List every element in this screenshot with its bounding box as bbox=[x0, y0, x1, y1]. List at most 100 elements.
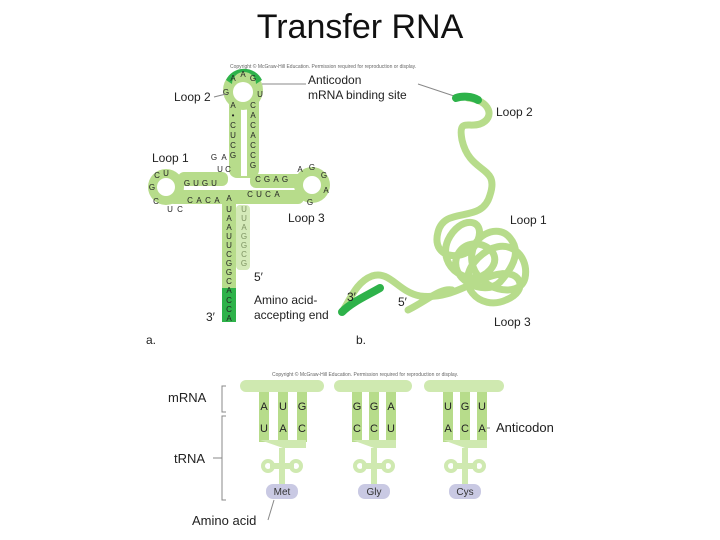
amino-acid-name: Cys bbox=[456, 487, 473, 498]
svg-text:C: C bbox=[250, 101, 256, 110]
trna-unit-cys: U G U A C A Cys bbox=[443, 392, 487, 499]
svg-text:U: U bbox=[226, 232, 232, 241]
a-mrna-site-label: mRNA binding site bbox=[308, 88, 407, 102]
svg-text:C: C bbox=[154, 171, 160, 180]
svg-text:A: A bbox=[226, 194, 232, 203]
svg-text:U: U bbox=[230, 131, 236, 140]
svg-text:C: C bbox=[205, 196, 211, 205]
b-loop1-label: Loop 1 bbox=[510, 213, 547, 227]
copyright-bottom: Copyright © McGraw-Hill Education. Permi… bbox=[272, 371, 458, 378]
svg-text:C: C bbox=[250, 151, 256, 160]
svg-text:U: U bbox=[256, 190, 262, 199]
anticodon-base: C bbox=[298, 423, 306, 435]
svg-text:C: C bbox=[255, 175, 261, 184]
b-three-prime: 3′ bbox=[347, 290, 357, 304]
svg-text:A: A bbox=[196, 196, 202, 205]
svg-text:A: A bbox=[226, 223, 232, 232]
svg-text:G: G bbox=[250, 74, 256, 83]
svg-text:A: A bbox=[273, 175, 279, 184]
c-trna-label: tRNA bbox=[174, 451, 205, 466]
anticodon-base: A bbox=[478, 423, 486, 435]
svg-text:U: U bbox=[226, 205, 232, 214]
svg-text:A: A bbox=[214, 196, 220, 205]
anticodon-base: A bbox=[279, 423, 287, 435]
svg-text:G: G bbox=[211, 153, 217, 162]
amino-acid-name: Gly bbox=[367, 487, 382, 498]
anticodon-base: U bbox=[260, 423, 268, 435]
svg-text:C: C bbox=[265, 190, 271, 199]
codon-base: G bbox=[461, 401, 470, 413]
svg-text:C: C bbox=[230, 121, 236, 130]
svg-text:U: U bbox=[211, 179, 217, 188]
svg-text:G: G bbox=[223, 88, 229, 97]
anticodon-base: C bbox=[461, 423, 469, 435]
svg-text:U: U bbox=[193, 179, 199, 188]
a-loop1-label: Loop 1 bbox=[152, 151, 189, 165]
svg-text:C: C bbox=[226, 277, 232, 286]
a-loop3-label: Loop 3 bbox=[288, 211, 325, 225]
anticodon-base: C bbox=[353, 423, 361, 435]
svg-text:U: U bbox=[226, 241, 232, 250]
codon-base: U bbox=[444, 401, 452, 413]
anticodon-base: A bbox=[444, 423, 452, 435]
svg-text:C: C bbox=[177, 205, 183, 214]
c-mrna-label: mRNA bbox=[168, 390, 207, 405]
anticodon-segment bbox=[226, 68, 262, 84]
svg-text:A: A bbox=[250, 111, 256, 120]
svg-text:U: U bbox=[257, 90, 263, 99]
svg-text:A: A bbox=[221, 153, 227, 162]
b-five-prime: 5′ bbox=[398, 295, 408, 309]
a-amino-line2: accepting end bbox=[254, 308, 329, 322]
svg-text:A: A bbox=[230, 74, 236, 83]
svg-text:U: U bbox=[217, 165, 223, 174]
b-panel-letter: b. bbox=[356, 333, 366, 347]
c-anticodon-label: Anticodon bbox=[496, 420, 554, 435]
trna-unit-gly: G G A C C U Gly bbox=[352, 392, 396, 499]
copyright-top: Copyright © McGraw-Hill Education. Permi… bbox=[230, 63, 416, 70]
svg-text:A: A bbox=[226, 314, 232, 323]
svg-text:C: C bbox=[247, 190, 253, 199]
svg-text:C: C bbox=[226, 250, 232, 259]
codon-base: G bbox=[370, 401, 379, 413]
svg-text:•: • bbox=[232, 111, 235, 120]
codon-base: G bbox=[353, 401, 362, 413]
svg-text:C: C bbox=[225, 165, 231, 174]
svg-text:A: A bbox=[240, 70, 246, 79]
svg-text:G: G bbox=[184, 179, 190, 188]
folded-structure bbox=[338, 92, 530, 316]
anticodon-base: U bbox=[387, 423, 395, 435]
svg-text:G: G bbox=[321, 171, 327, 180]
svg-text:C: C bbox=[153, 197, 159, 206]
svg-text:U: U bbox=[163, 169, 169, 178]
b-loop2-label: Loop 2 bbox=[496, 105, 533, 119]
mrna-strand bbox=[240, 380, 504, 392]
b-loop3-label: Loop 3 bbox=[494, 315, 531, 329]
svg-text:G: G bbox=[309, 163, 315, 172]
svg-text:C: C bbox=[230, 141, 236, 150]
svg-text:A: A bbox=[274, 190, 280, 199]
svg-text:G: G bbox=[226, 259, 232, 268]
svg-text:C: C bbox=[187, 196, 193, 205]
codon-base: U bbox=[478, 401, 486, 413]
a-anticodon-label: Anticodon bbox=[308, 73, 361, 87]
a-five-prime: 5′ bbox=[254, 270, 264, 284]
svg-text:C: C bbox=[250, 141, 256, 150]
svg-text:A: A bbox=[226, 286, 232, 295]
amino-acid-name: Met bbox=[274, 487, 291, 498]
svg-text:G: G bbox=[282, 175, 288, 184]
codon-base: U bbox=[279, 401, 287, 413]
svg-text:U: U bbox=[167, 205, 173, 214]
codon-base: A bbox=[387, 401, 395, 413]
svg-text:G: G bbox=[264, 175, 270, 184]
anticodon-base: C bbox=[370, 423, 378, 435]
svg-text:G: G bbox=[149, 183, 155, 192]
c-amino-acid-label: Amino acid bbox=[192, 513, 256, 528]
svg-text:A: A bbox=[230, 101, 236, 110]
a-three-prime: 3′ bbox=[206, 310, 216, 324]
a-amino-line1: Amino acid- bbox=[254, 293, 317, 307]
svg-text:G: G bbox=[226, 268, 232, 277]
codon-base: A bbox=[260, 401, 268, 413]
svg-text:C: C bbox=[226, 305, 232, 314]
